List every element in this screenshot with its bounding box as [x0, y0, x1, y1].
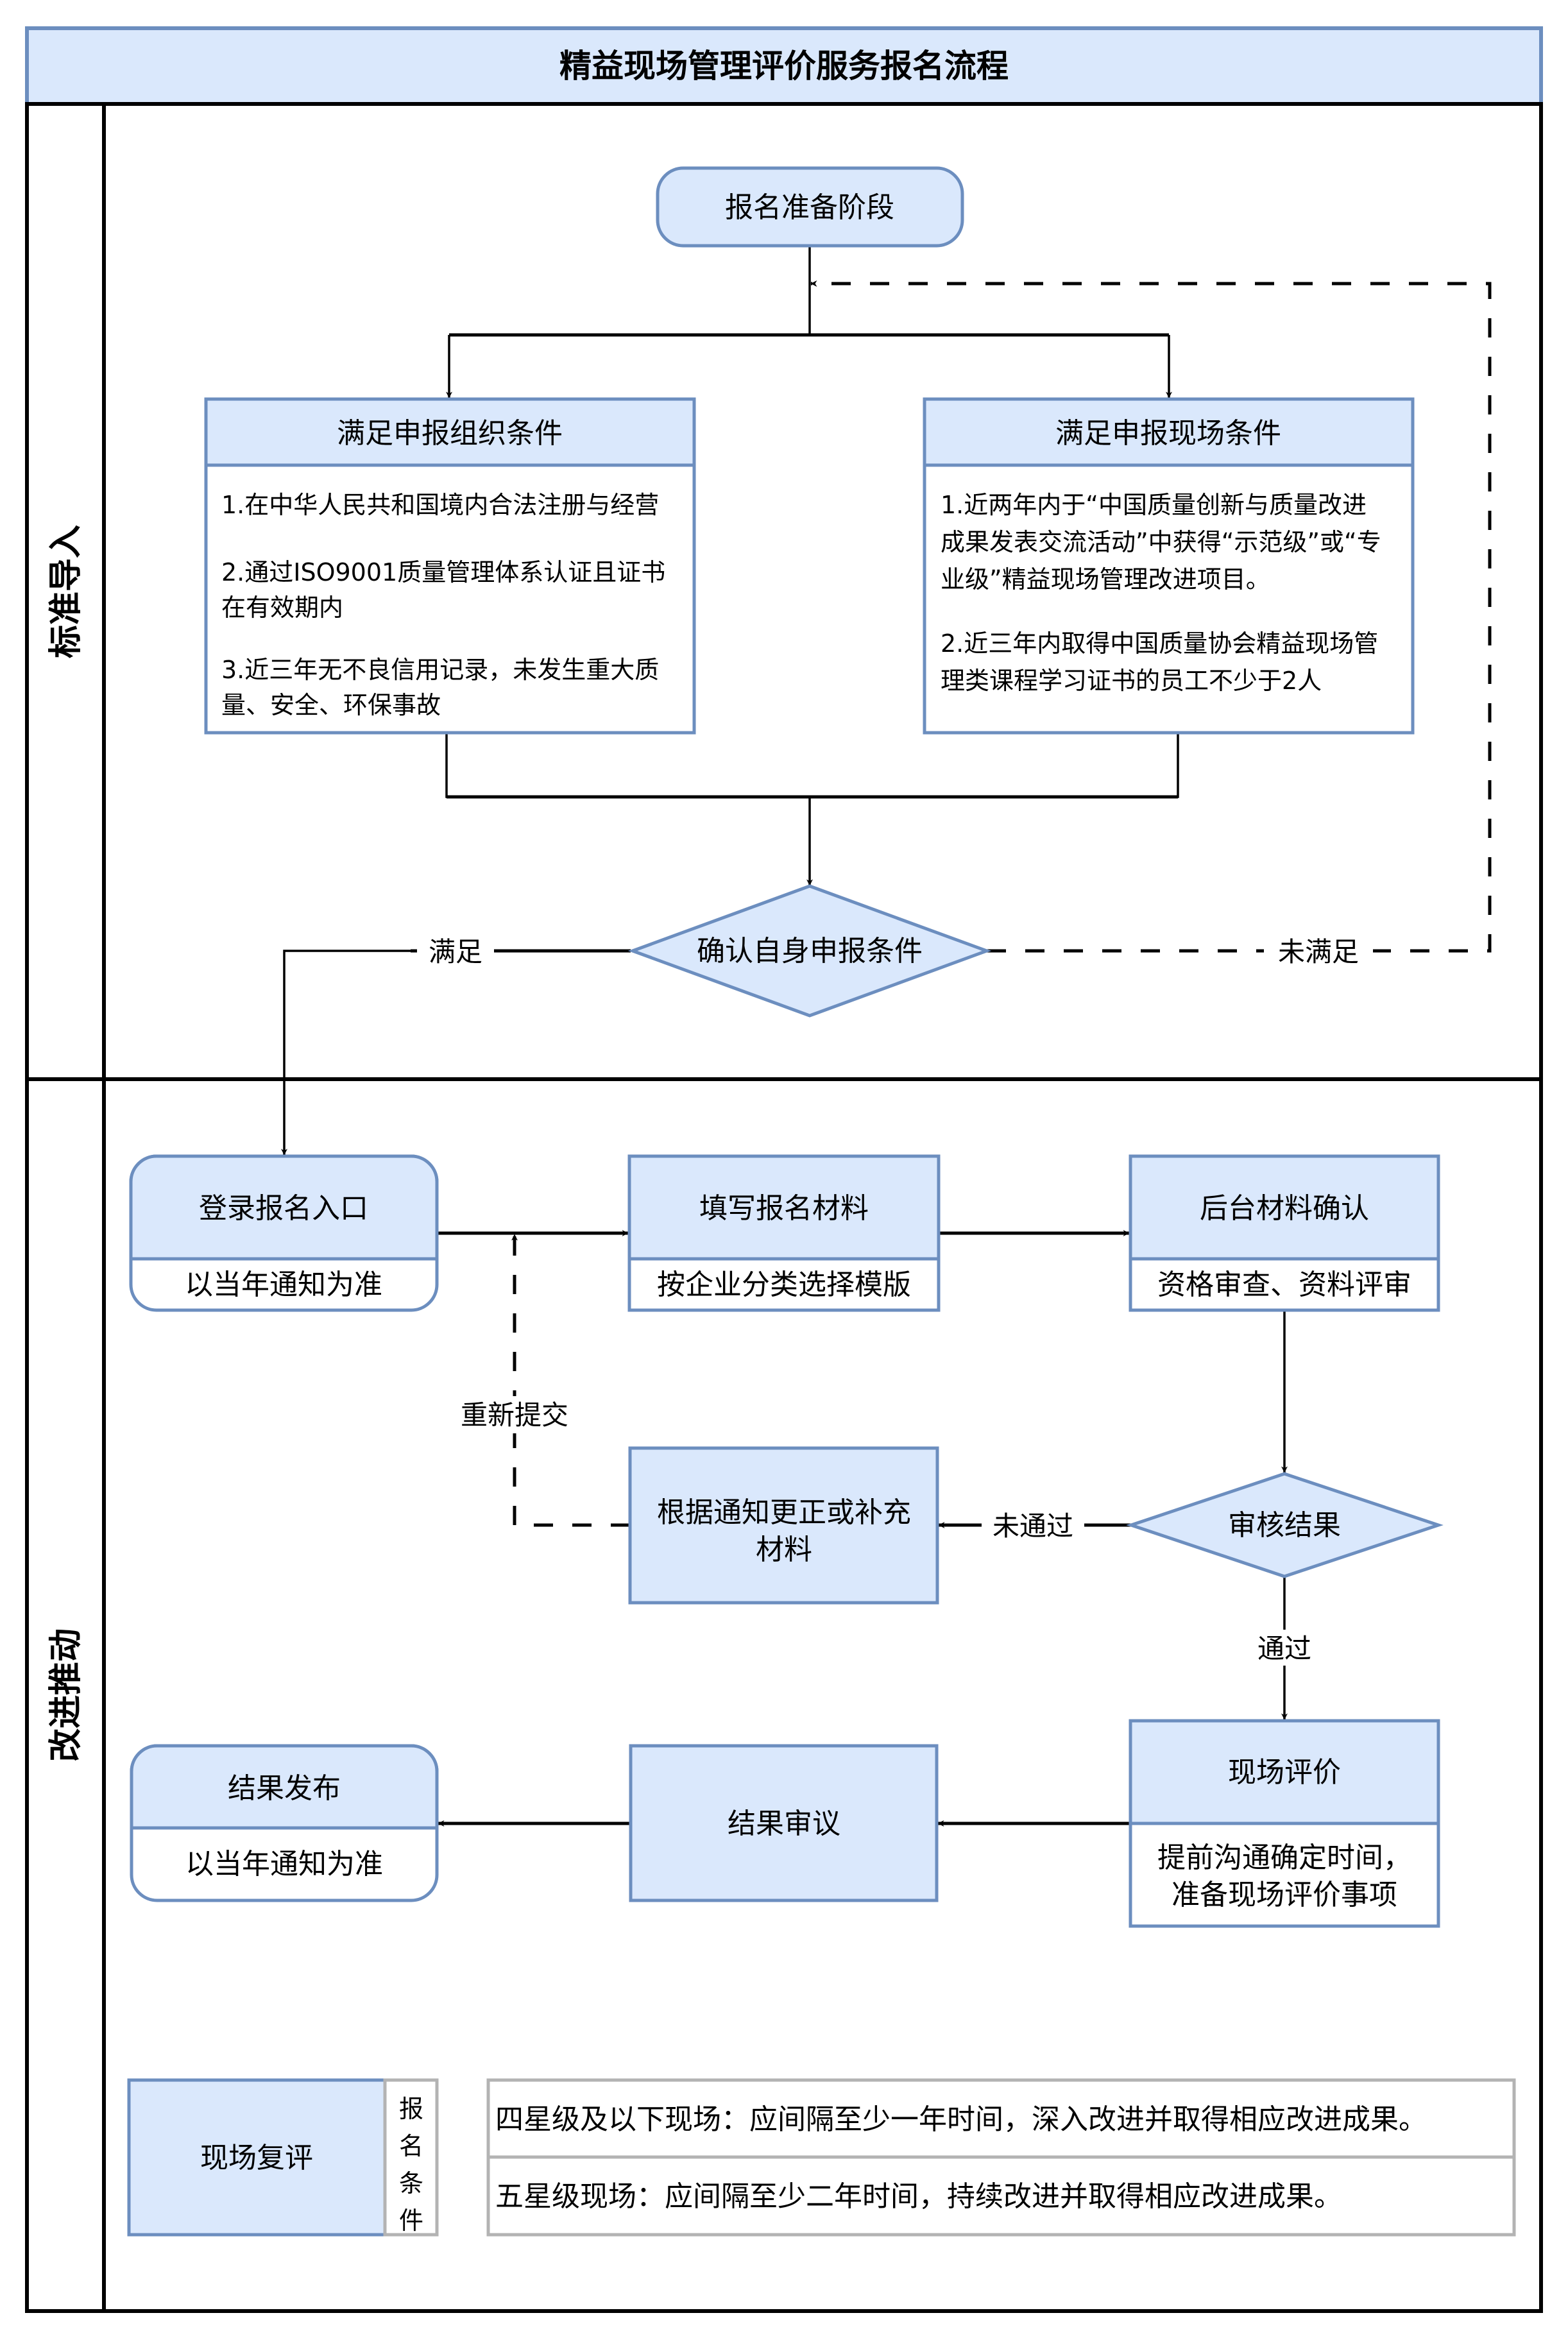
pool-header: 精益现场管理评价服务报名流程 [25, 26, 1543, 106]
lane-label-improvement: 改进推动 [47, 1628, 85, 1762]
confirm-label: 确认自身申报条件 [697, 935, 923, 968]
reeval-side-char: 条 [399, 2169, 423, 2197]
correct-line: 根据通知更正或补充 [657, 1496, 911, 1529]
node-org-conditions[interactable]: 满足申报组织条件 1.在中华人民共和国境内合法注册与经营 2.通过ISO9001… [204, 397, 696, 735]
fill-header: 填写报名材料 [699, 1192, 869, 1225]
node-result-deliberation[interactable]: 结果审议 [629, 1744, 939, 1902]
backend-sub: 资格审查、资料评审 [1157, 1268, 1411, 1301]
node-onsite-evaluation[interactable]: 现场评价 提前沟通确定时间， 准备现场评价事项 [1129, 1719, 1440, 1928]
edge-label-not-satisfied: 未满足 [1278, 936, 1359, 968]
node-result-publish[interactable]: 结果发布 以当年通知为准 [130, 1744, 439, 1902]
org-condition-line: 在有效期内 [221, 593, 343, 622]
edge-not-satisfied [810, 280, 1492, 953]
lane-label-standard-intro: 标准导入 [47, 525, 85, 658]
org-condition-line: 3.近三年无不良信用记录，未发生重大质 [221, 656, 659, 684]
login-sub: 以当年通知为准 [185, 1268, 382, 1301]
reeval-block: 现场复评 报 名 条 件 四星级及以下现场：应间隔至少一年时间，深入改进并取得相… [127, 2078, 1516, 2237]
reeval-row-text: 五星级现场：应间隔至少二年时间，持续改进并取得相应改进成果。 [495, 2180, 1342, 2213]
node-start-label: 报名准备阶段 [725, 191, 894, 224]
node-login[interactable]: 登录报名入口 以当年通知为准 [129, 1154, 439, 1312]
fill-sub: 按企业分类选择模版 [657, 1268, 911, 1301]
org-condition-line: 1.在中华人民共和国境内合法注册与经营 [221, 491, 659, 519]
node-site-conditions[interactable]: 满足申报现场条件 1.近两年内于“中国质量创新与质量改进 成果发表交流活动”中获… [923, 397, 1415, 735]
org-condition-line: 量、安全、环保事故 [221, 691, 441, 719]
org-condition-line: 2.通过ISO9001质量管理体系认证且证书 [221, 558, 665, 586]
node-fill-materials[interactable]: 填写报名材料 按企业分类选择模版 [627, 1154, 941, 1312]
pool-frame [25, 102, 1543, 2313]
reeval-row [486, 2078, 1516, 2159]
site-condition-line: 理类课程学习证书的员工不少于2人 [941, 667, 1322, 695]
reeval-side-column [383, 2078, 439, 2237]
publish-sub: 以当年通知为准 [185, 1848, 383, 1881]
reeval-side-char: 报 [399, 2095, 423, 2123]
org-conditions-header: 满足申报组织条件 [337, 417, 563, 450]
site-conditions-header: 满足申报现场条件 [1055, 417, 1281, 450]
edge-label-satisfied: 满足 [429, 936, 482, 968]
reeval-row [486, 2155, 1516, 2237]
deliberate-label: 结果审议 [728, 1807, 840, 1840]
node-correct-materials[interactable]: 根据通知更正或补充 材料 [628, 1446, 939, 1605]
reeval-side-char: 名 [399, 2132, 423, 2160]
site-condition-line: 成果发表交流活动”中获得“示范级”或“专 [941, 528, 1381, 556]
node-review-decision[interactable]: 审核结果 [1126, 1472, 1444, 1578]
node-backend-confirm[interactable]: 后台材料确认 资格审查、资料评审 [1129, 1154, 1440, 1312]
reeval-row-text: 四星级及以下现场：应间隔至少一年时间，深入改进并取得相应改进成果。 [495, 2103, 1427, 2136]
site-condition-line: 1.近两年内于“中国质量创新与质量改进 [941, 491, 1367, 519]
site-condition-line: 业级”精益现场管理改进项目。 [941, 565, 1270, 593]
onsite-header: 现场评价 [1228, 1756, 1341, 1789]
onsite-line: 提前沟通确定时间， [1157, 1841, 1411, 1874]
correct-line: 材料 [756, 1533, 812, 1566]
reeval-label: 现场复评 [200, 2142, 313, 2174]
edges-lane1 [281, 246, 1492, 1156]
edge-satisfied [281, 950, 631, 1156]
edge-label-passed: 通过 [1257, 1633, 1311, 1664]
diagram-title: 精益现场管理评价服务报名流程 [559, 47, 1009, 85]
node-start[interactable]: 报名准备阶段 [656, 166, 964, 248]
site-condition-line: 2.近三年内取得中国质量协会精益现场管 [941, 629, 1378, 658]
reeval-side-char: 件 [399, 2206, 423, 2235]
edge-label-resubmit: 重新提交 [461, 1399, 568, 1431]
login-header: 登录报名入口 [199, 1192, 368, 1225]
review-label: 审核结果 [1228, 1509, 1341, 1542]
onsite-line: 准备现场评价事项 [1172, 1879, 1397, 1911]
backend-header: 后台材料确认 [1200, 1192, 1369, 1225]
edge-label-not-passed: 未通过 [993, 1510, 1073, 1542]
publish-header: 结果发布 [228, 1772, 341, 1805]
edge-resubmit [511, 1234, 630, 1527]
node-confirm-decision[interactable]: 确认自身申报条件 [627, 884, 992, 1018]
